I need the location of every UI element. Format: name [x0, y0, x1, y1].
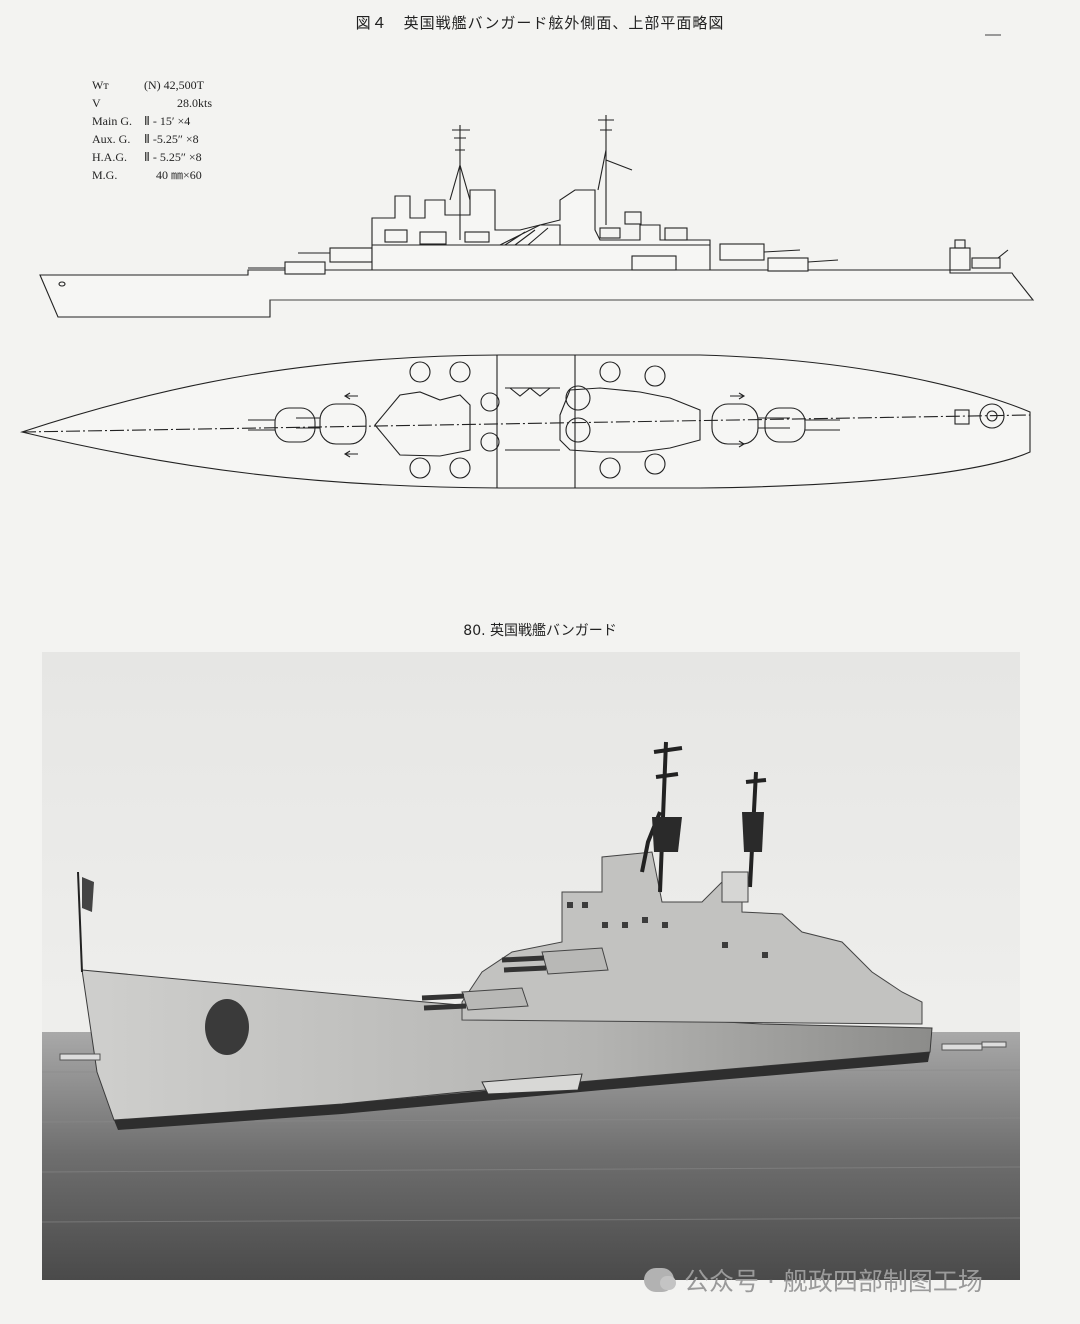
- spec-row: M.G. 40 ㎜×60: [92, 166, 212, 184]
- spec-row: V 28.0kts: [92, 94, 212, 112]
- hawse-hole: [58, 281, 66, 287]
- spec-label: Main G.: [92, 114, 132, 128]
- turret-y-plan: [764, 407, 806, 443]
- spec-value: Ⅱ - 15′ ×4: [144, 114, 191, 128]
- page-mark: [985, 34, 1001, 36]
- spec-label: Wт: [92, 78, 109, 92]
- photo-turret-b: [541, 947, 609, 975]
- turret-y: [767, 257, 809, 272]
- hull-plan-outline: [19, 354, 1031, 489]
- spec-row: Main G. Ⅱ - 15′ ×4: [92, 112, 212, 130]
- turret-b-plan: [319, 403, 367, 445]
- spec-value: Ⅱ - 5.25″ ×8: [144, 150, 202, 164]
- crane-plan: [505, 387, 560, 451]
- plan-view: [19, 354, 1031, 489]
- wechat-icon: [644, 1268, 676, 1292]
- figure-title: 図４ 英国戦艦バンガード舷外側面、上部平面略図: [355, 14, 725, 32]
- spec-label: Aux. G.: [92, 132, 131, 146]
- spec-label: H.A.G.: [92, 150, 127, 164]
- turret-x: [719, 243, 765, 261]
- spec-value: Ⅱ -5.25″ ×8: [144, 132, 199, 146]
- turret-a: [284, 261, 326, 275]
- ship-photograph: [42, 652, 1020, 1280]
- spec-value: 28.0kts: [144, 96, 213, 110]
- photo-boat: [481, 1073, 583, 1095]
- spec-row: H.A.G. Ⅱ - 5.25″ ×8: [92, 148, 212, 166]
- hull-outline: [39, 269, 1035, 318]
- mainmast: [597, 115, 633, 225]
- spec-row: Aux. G. Ⅱ -5.25″ ×8: [92, 130, 212, 148]
- forward-superstructure: [371, 189, 711, 271]
- photo-caption: 80. 英国戦艦バンガード: [463, 623, 617, 639]
- spec-label: V: [92, 96, 101, 110]
- crane: [499, 224, 561, 246]
- spec-value: (N) 42,500T: [144, 78, 204, 92]
- spec-row: Wт (N) 42,500T: [92, 76, 212, 94]
- turret-a-plan: [274, 407, 316, 443]
- ship-line-drawing: [19, 115, 1035, 489]
- photo-image: [42, 652, 1020, 1280]
- photo-turret-a: [461, 987, 529, 1011]
- watermark: 公众号 · 舰政四部制图工场: [644, 1262, 983, 1298]
- watermark-text: 公众号 · 舰政四部制图工场: [684, 1267, 983, 1296]
- turret-b: [329, 247, 373, 263]
- foremast: [449, 125, 471, 240]
- spec-table: Wт (N) 42,500T V 28.0kts Main G. Ⅱ - 15′ ×…: [92, 76, 212, 184]
- spec-value: 40 ㎜×60: [144, 168, 202, 182]
- side-elevation: [39, 115, 1035, 318]
- spec-label: M.G.: [92, 168, 118, 182]
